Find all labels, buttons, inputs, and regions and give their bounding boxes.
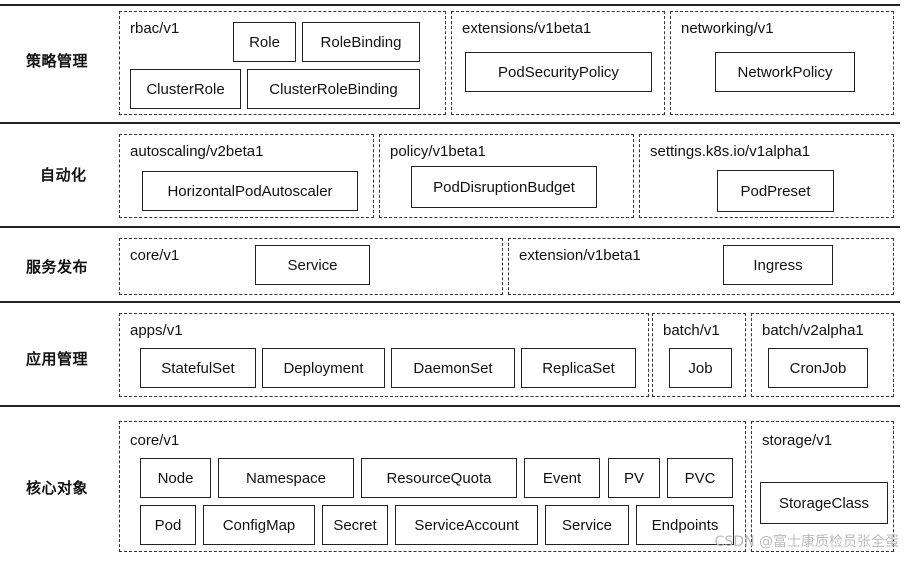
resource-podpreset: PodPreset [717,170,834,212]
group-storage-v1: storage/v1 StorageClass [751,421,894,552]
row-label-application-management: 应用管理 [26,350,89,368]
group-title: batch/v2alpha1 [762,322,864,339]
row-label-service-publishing: 服务发布 [26,258,89,276]
group-title: rbac/v1 [130,20,180,37]
group-extension-v1beta1: extension/v1beta1 Ingress [508,238,894,295]
resource-pod: Pod [140,505,196,545]
resource-endpoints: Endpoints [636,505,734,545]
resource-deployment: Deployment [262,348,385,388]
group-batch-v1: batch/v1 Job [652,313,746,397]
group-title: policy/v1beta1 [390,143,486,160]
group-title: extensions/v1beta1 [462,20,592,37]
resource-cronjob: CronJob [768,348,868,388]
row-divider-top [0,4,900,6]
watermark: CSDN @富士康质检员张全蛋 [714,534,899,550]
group-title: core/v1 [130,247,180,264]
group-networking-v1: networking/v1 NetworkPolicy [670,11,894,115]
group-title: extension/v1beta1 [519,247,641,264]
resource-job: Job [669,348,732,388]
group-policy-v1beta1: policy/v1beta1 PodDisruptionBudget [379,134,634,218]
group-title: storage/v1 [762,432,833,449]
row-label-policy-management: 策略管理 [26,52,89,70]
group-title: batch/v1 [663,322,720,339]
resource-podsecuritypolicy: PodSecurityPolicy [465,52,652,92]
resource-serviceaccount: ServiceAccount [395,505,538,545]
group-apps-v1: apps/v1 StatefulSet Deployment DaemonSet… [119,313,649,397]
resource-ingress: Ingress [723,245,833,285]
resource-networkpolicy: NetworkPolicy [715,52,855,92]
resource-node: Node [140,458,211,498]
group-batch-v2alpha1: batch/v2alpha1 CronJob [751,313,894,397]
resource-event: Event [524,458,600,498]
resource-replicaset: ReplicaSet [521,348,636,388]
resource-clusterrolebinding: ClusterRoleBinding [247,69,420,109]
resource-daemonset: DaemonSet [391,348,515,388]
resource-service: Service [255,245,370,285]
row-label-core-objects: 核心对象 [26,479,89,497]
group-settings-k8s-io-v1alpha1: settings.k8s.io/v1alpha1 PodPreset [639,134,894,218]
resource-clusterrole: ClusterRole [130,69,241,109]
resource-horizontalpodautoscaler: HorizontalPodAutoscaler [142,171,358,211]
group-title: settings.k8s.io/v1alpha1 [650,143,811,160]
group-title: networking/v1 [681,20,774,37]
row-divider [0,405,900,407]
resource-service: Service [545,505,629,545]
row-label-automation: 自动化 [40,166,87,184]
resource-pv: PV [608,458,660,498]
group-title: autoscaling/v2beta1 [130,143,264,160]
resource-storageclass: StorageClass [760,482,888,524]
resource-statefulset: StatefulSet [140,348,256,388]
group-rbac-v1: rbac/v1 Role RoleBinding ClusterRole Clu… [119,11,446,115]
resource-poddisruptionbudget: PodDisruptionBudget [411,166,597,208]
resource-rolebinding: RoleBinding [302,22,420,62]
resource-secret: Secret [322,505,388,545]
resource-pvc: PVC [667,458,733,498]
resource-namespace: Namespace [218,458,354,498]
group-extensions-v1beta1: extensions/v1beta1 PodSecurityPolicy [451,11,665,115]
group-core-v1: core/v1 Node Namespace ResourceQuota Eve… [119,421,746,552]
group-title: apps/v1 [130,322,183,339]
row-divider [0,226,900,228]
group-title: core/v1 [130,432,180,449]
group-autoscaling-v2beta1: autoscaling/v2beta1 HorizontalPodAutosca… [119,134,374,218]
resource-role: Role [233,22,296,62]
resource-configmap: ConfigMap [203,505,315,545]
row-divider [0,301,900,303]
resource-resourcequota: ResourceQuota [361,458,517,498]
row-divider [0,122,900,124]
group-core-v1-service: core/v1 Service [119,238,503,295]
